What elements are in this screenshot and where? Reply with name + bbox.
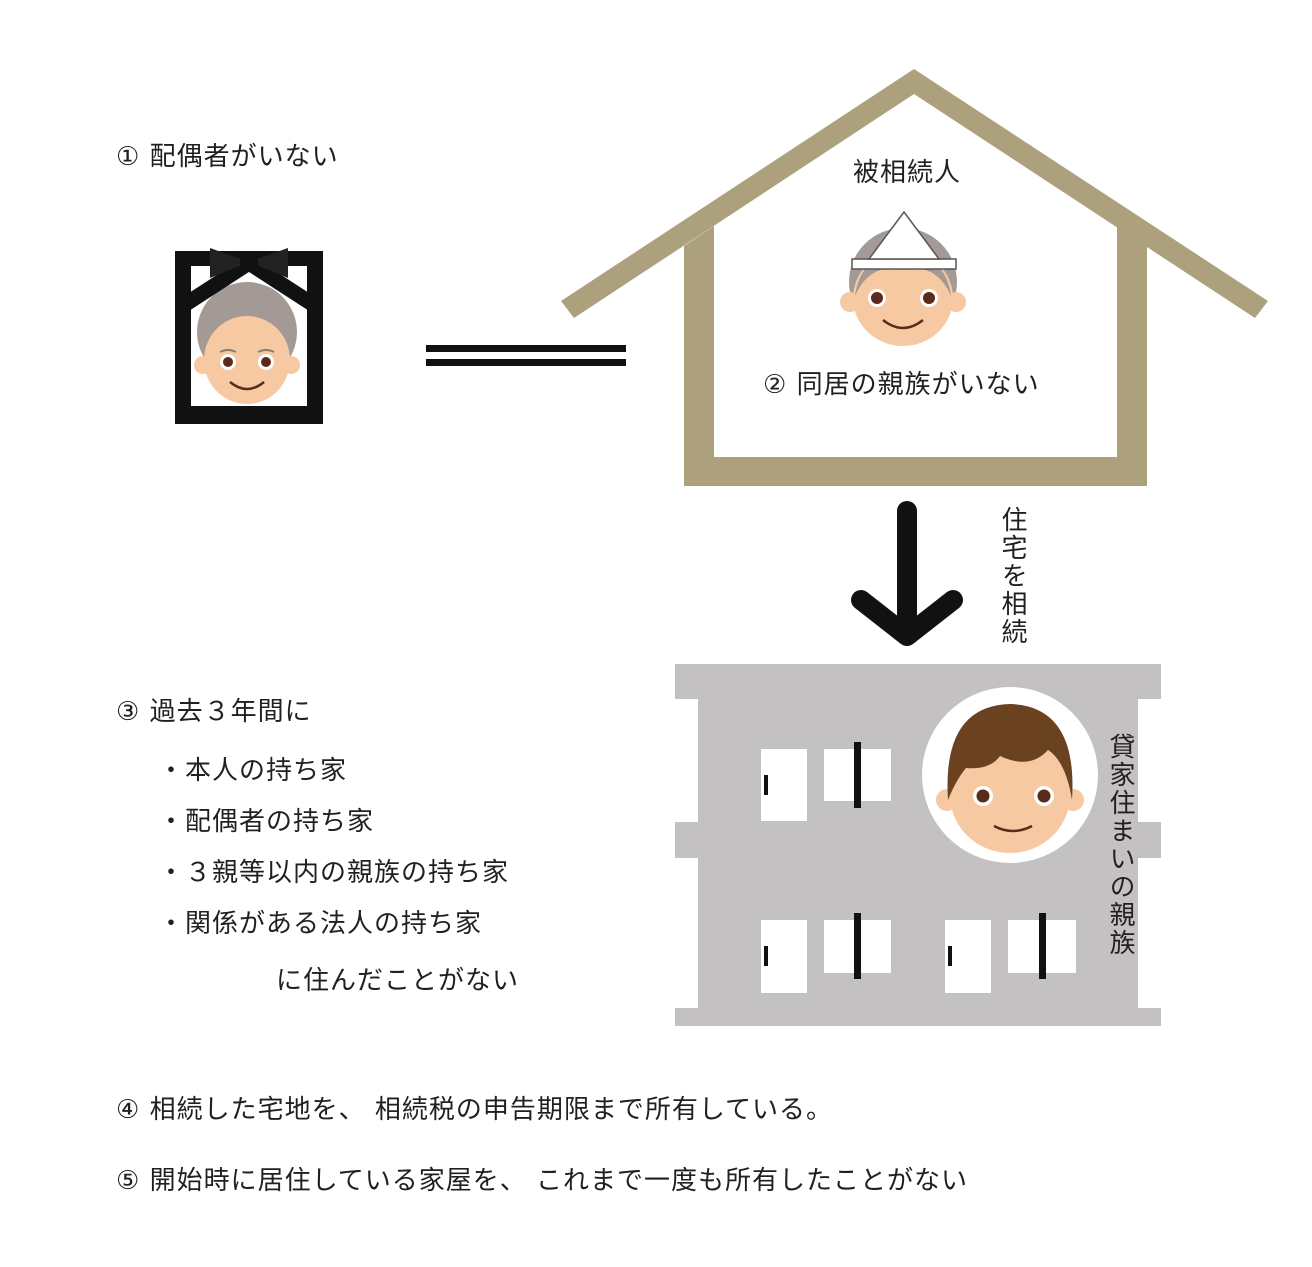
condition-3-item: ・配偶者の持ち家	[158, 801, 374, 838]
apartment-label: 貸家住まいの親族	[1102, 733, 1139, 957]
arrow-down-icon	[861, 511, 953, 636]
apartment-building	[675, 664, 1161, 1026]
condition-3-tail: に住んだことがない	[276, 960, 519, 997]
condition-3-item: ・本人の持ち家	[158, 750, 347, 787]
condition-2: ② 同居の親族がいない	[763, 364, 1040, 401]
equals-icon	[426, 345, 626, 366]
condition-3-item: ・３親等以内の親族の持ち家	[158, 852, 509, 889]
condition-1: ① 配偶者がいない	[116, 136, 339, 173]
memorial-portrait-icon	[175, 248, 323, 424]
deceased-elder-icon	[840, 212, 966, 346]
condition-3-item: ・関係がある法人の持ち家	[158, 903, 482, 940]
arrow-label: 住宅を相続	[994, 506, 1031, 646]
relative-child-icon	[922, 687, 1098, 863]
condition-5: ⑤ 開始時に居住している家屋を、 これまで一度も所有したことがない	[116, 1160, 968, 1197]
condition-3-title: ③ 過去３年間に	[116, 691, 312, 728]
house-label: 被相続人	[853, 152, 961, 189]
condition-4: ④ 相続した宅地を、 相続税の申告期限まで所有している。	[116, 1089, 833, 1126]
